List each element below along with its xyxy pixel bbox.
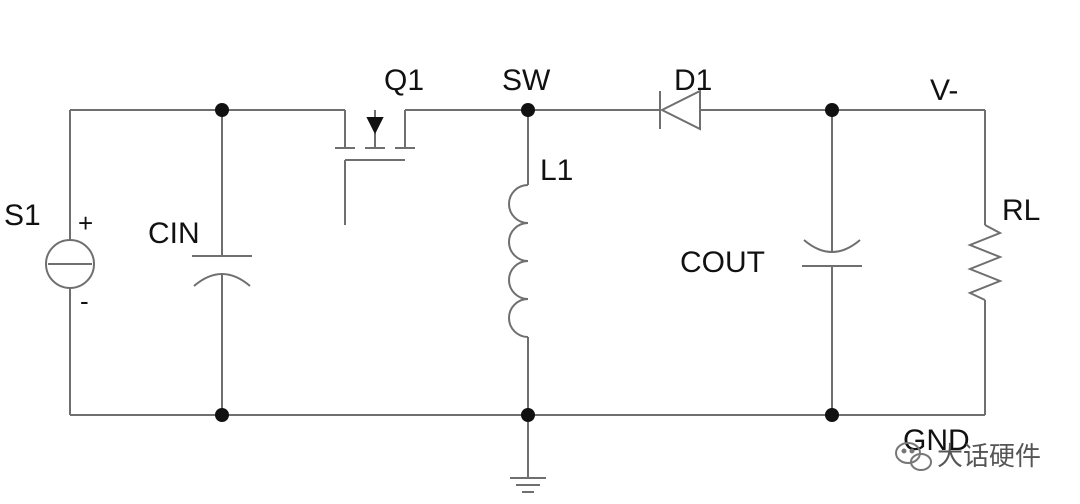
label-plus: + <box>78 208 93 238</box>
source-s1 <box>45 239 95 289</box>
resistor-rl <box>967 224 1003 301</box>
capacitor-cin <box>192 255 252 287</box>
label-minus: - <box>80 286 89 316</box>
label-q1: Q1 <box>384 64 424 97</box>
mosfet-q1 <box>335 110 415 225</box>
cout-curved-plate <box>803 239 861 253</box>
rl-zigzag <box>967 224 1003 301</box>
junction-dot <box>521 103 535 117</box>
d1-triangle <box>659 89 701 131</box>
label-sw: SW <box>502 64 551 97</box>
wires <box>69 109 986 478</box>
label-d1: D1 <box>674 64 712 97</box>
label-rl: RL <box>1002 194 1040 227</box>
label-s1: S1 <box>4 199 41 232</box>
capacitor-cout <box>802 239 862 267</box>
ground-symbol <box>510 477 546 493</box>
label-cout: COUT <box>680 246 765 279</box>
junction-dots <box>215 103 839 422</box>
wechat-icon <box>895 442 932 471</box>
q1-body-arrow <box>366 117 384 135</box>
l1-coils <box>508 184 529 338</box>
label-cin: CIN <box>148 217 200 250</box>
cin-curved-plate <box>193 273 251 287</box>
diode-d1 <box>659 89 701 131</box>
watermark: 大话硬件 <box>895 442 1041 472</box>
junction-dot <box>825 408 839 422</box>
label-v-minus: V- <box>930 74 958 107</box>
source-circle <box>45 239 95 289</box>
label-l1: L1 <box>540 154 573 187</box>
junction-dot <box>825 103 839 117</box>
watermark-text: 大话硬件 <box>937 442 1041 472</box>
junction-dot <box>521 408 535 422</box>
inductor-l1 <box>508 184 529 338</box>
junction-dot <box>215 408 229 422</box>
junction-dot <box>215 103 229 117</box>
